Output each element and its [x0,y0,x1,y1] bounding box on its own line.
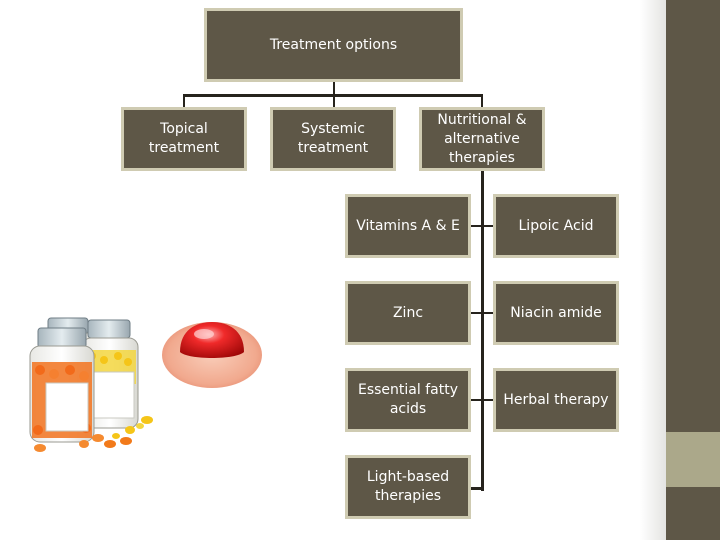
node-systemic-treatment: Systemic treatment [270,107,396,171]
node-topical-treatment: Topical treatment [121,107,247,171]
node-vitamins-a-e: Vitamins A & E [345,194,471,258]
node-niacin-amide: Niacin amide [493,281,619,345]
connector-vitamins [468,225,496,227]
connector-to-nutritional [481,94,483,108]
pill-bottle-front [29,327,95,443]
ointment-dollop-illustration [162,322,262,388]
node-essential-fatty-acids: Essential fatty acids [345,368,471,432]
pill-bottles-illustration [29,317,262,452]
side-shadow [640,0,666,540]
node-light-based-therapies: Light-based therapies [345,455,471,519]
scattered-pills [34,416,153,452]
connector-root-down [333,81,335,95]
node-herbal-therapy: Herbal therapy [493,368,619,432]
accent-stripe-light [666,432,720,487]
node-treatment-options: Treatment options [204,8,463,82]
connector-nutritional-trunk [481,168,484,491]
connector-to-topical [183,94,185,108]
connector-light [468,487,483,490]
connector-zinc [468,312,496,314]
connector-to-systemic [333,94,335,108]
connector-fatty-acids [468,399,496,401]
node-zinc: Zinc [345,281,471,345]
node-nutritional-alternative: Nutritional & alternative therapies [419,107,545,171]
node-lipoic-acid: Lipoic Acid [493,194,619,258]
